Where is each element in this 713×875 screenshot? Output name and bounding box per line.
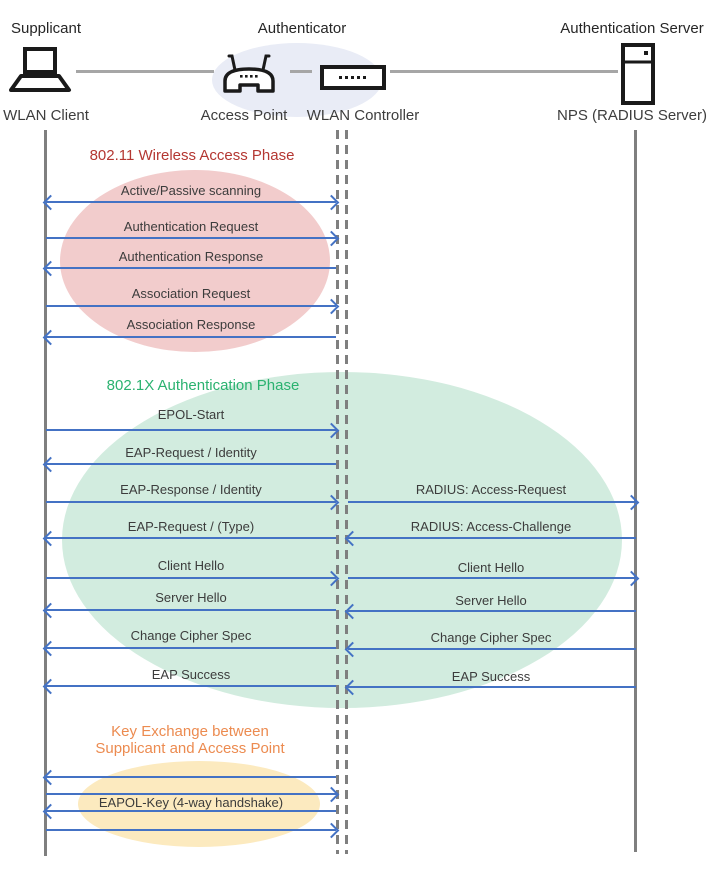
msg-label-scanning: Active/Passive scanning (120, 183, 262, 198)
msg-label-eap-response-identity: EAP-Response / Identity (120, 482, 262, 497)
actor-label-nps: NPS (RADIUS Server) (556, 107, 708, 124)
phase3-title-line1: Key Exchange between (111, 723, 269, 740)
arrow-active-passive-scanning (46, 201, 336, 203)
arrow-eapol-key-4 (46, 829, 336, 831)
msg-label-change-cipher-left: Change Cipher Spec (130, 628, 252, 643)
connector-controller-server (390, 70, 618, 73)
lifeline-dashed-left (336, 130, 339, 854)
arrow-association-request (46, 305, 336, 307)
msg-label-eapol-key: EAPOL-Key (4-way handshake) (98, 795, 284, 810)
arrow-eap-request-type (46, 537, 336, 539)
msg-label-eap-request-identity: EAP-Request / Identity (125, 445, 257, 460)
phase3-title: Key Exchange between Supplicant and Acce… (95, 723, 284, 757)
arrow-association-response (46, 336, 336, 338)
arrow-radius-access-request (348, 501, 636, 503)
actor-label-wlan-client: WLAN Client (3, 107, 89, 124)
arrow-eapol-key-3 (46, 810, 336, 812)
msg-label-radius-access-challenge: RADIUS: Access-Challenge (410, 519, 572, 534)
msg-label-radius-access-request: RADIUS: Access-Request (415, 482, 567, 497)
arrow-eapol-key-1 (46, 776, 336, 778)
msg-label-epol-start: EPOL-Start (157, 407, 225, 422)
arrow-radius-access-challenge (348, 537, 636, 539)
wlan-controller-icon (320, 65, 386, 90)
msg-label-change-cipher-right: Change Cipher Spec (430, 630, 552, 645)
access-point-icon (223, 54, 275, 93)
connector-ap-controller (290, 70, 312, 73)
lifeline-wlan-client (44, 130, 47, 856)
arrow-eap-success-left (46, 685, 336, 687)
arrow-authentication-response (46, 267, 336, 269)
actor-label-access-point: Access Point (200, 107, 288, 124)
msg-label-client-hello-right: Client Hello (457, 560, 525, 575)
role-authenticator: Authenticator (257, 20, 347, 37)
phase1-title: 802.11 Wireless Access Phase (89, 147, 295, 164)
arrow-change-cipher-left (46, 647, 336, 649)
msg-label-server-hello-right: Server Hello (455, 593, 527, 608)
phase2-title: 802.1X Authentication Phase (106, 377, 300, 394)
lifeline-dashed-right (345, 130, 348, 854)
msg-label-client-hello-left: Client Hello (157, 558, 225, 573)
role-supplicant: Supplicant (10, 20, 82, 37)
phase3-title-line2: Supplicant and Access Point (95, 740, 285, 757)
arrow-server-hello-right (348, 610, 636, 612)
actor-label-wlan-controller: WLAN Controller (306, 107, 420, 124)
arrow-eap-success-right (348, 686, 636, 688)
phase2-ellipse (62, 372, 622, 708)
msg-label-server-hello-left: Server Hello (155, 590, 227, 605)
laptop-icon (9, 47, 71, 92)
arrow-eapol-key-2 (46, 793, 336, 795)
server-icon (621, 43, 655, 105)
msg-label-eap-success-left: EAP Success (151, 667, 231, 682)
msg-label-auth-request: Authentication Request (123, 219, 259, 234)
arrow-authentication-request (46, 237, 336, 239)
arrow-eap-request-identity (46, 463, 336, 465)
msg-label-eap-request-type: EAP-Request / (Type) (127, 519, 255, 534)
role-authentication-server: Authentication Server (560, 20, 704, 37)
msg-label-eap-success-right: EAP Success (451, 669, 531, 684)
lifeline-nps (634, 130, 637, 852)
arrow-change-cipher-right (348, 648, 636, 650)
msg-label-auth-response: Authentication Response (118, 249, 264, 264)
arrow-server-hello-left (46, 609, 336, 611)
arrow-eap-response-identity (46, 501, 336, 503)
arrow-client-hello-right (348, 577, 636, 579)
msg-label-assoc-response: Association Response (126, 317, 256, 332)
msg-label-assoc-request: Association Request (131, 286, 251, 301)
arrow-client-hello-left (46, 577, 336, 579)
arrow-epol-start (46, 429, 336, 431)
connector-client-ap (76, 70, 214, 73)
